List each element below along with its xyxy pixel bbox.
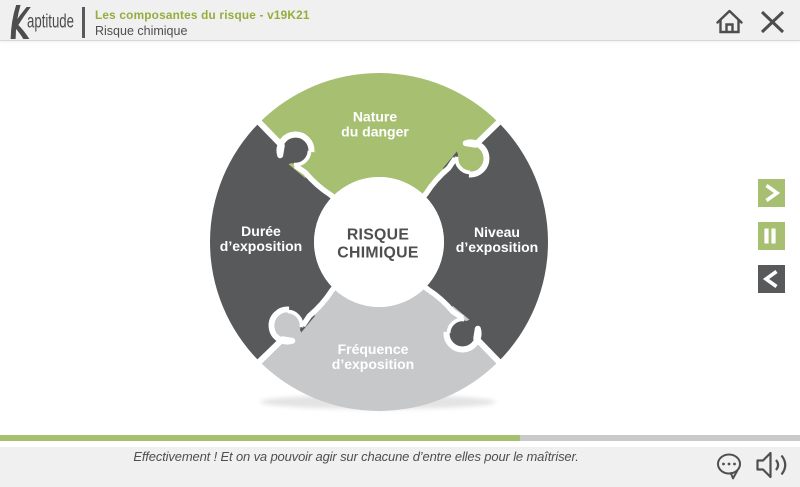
svg-text:aptitude: aptitude (27, 12, 74, 33)
